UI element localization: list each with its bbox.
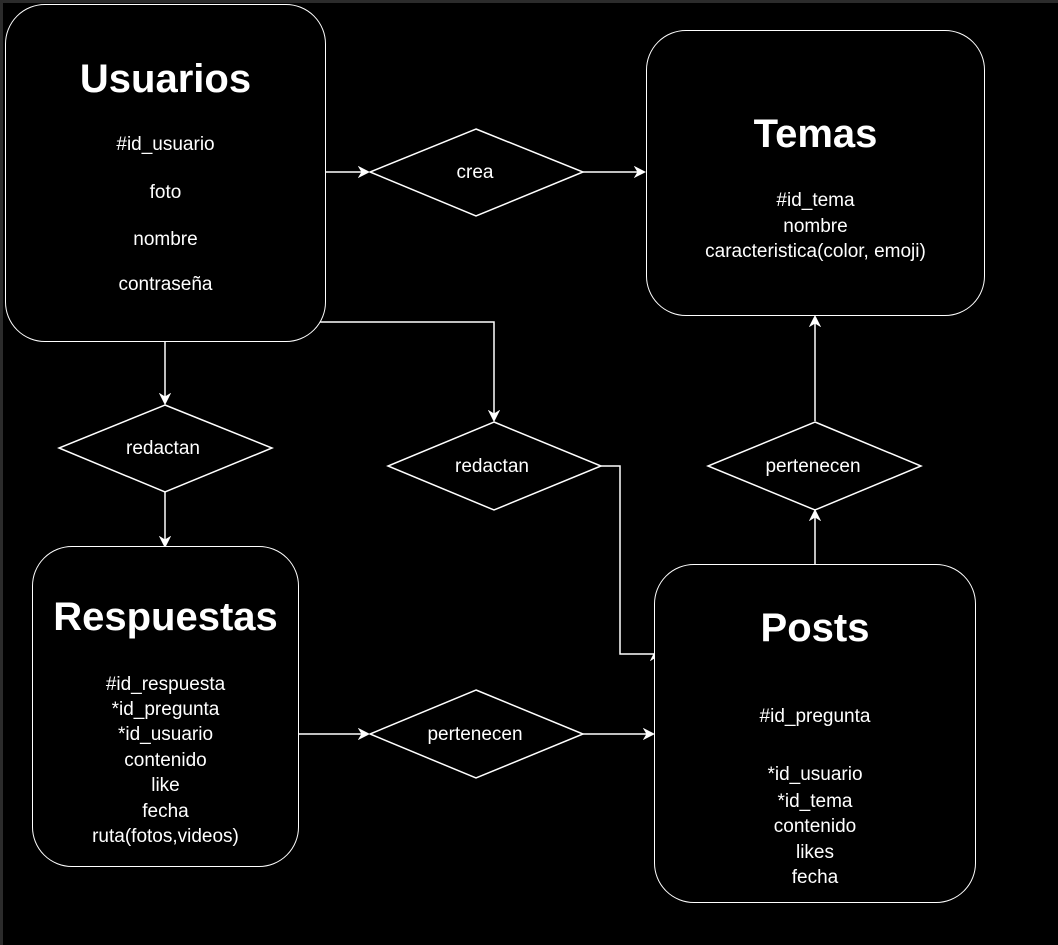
attribute-id-tema: *id_tema xyxy=(777,791,853,812)
attribute-id-usuario: *id_usuario xyxy=(767,764,863,785)
attribute-like: like xyxy=(151,775,180,796)
relationship-pertenecen-temas: pertenecen xyxy=(706,421,923,511)
entity-temas-title: Temas xyxy=(753,112,878,156)
attribute-contrasena: contraseña xyxy=(118,274,213,295)
attribute-id-usuario: *id_usuario xyxy=(117,724,214,745)
attribute-id-pregunta: *id_pregunta xyxy=(111,699,220,720)
attribute-ruta: ruta(fotos,videos) xyxy=(92,826,239,847)
attribute-fecha: fecha xyxy=(142,801,189,822)
attribute-foto: foto xyxy=(149,182,182,203)
relationship-pertenecen-posts: pertenecen xyxy=(368,689,585,779)
attribute-nombre: nombre xyxy=(133,229,198,250)
relationship-redactan-respuestas-label: redactan xyxy=(126,438,200,459)
edge-usuarios-redactan-middle xyxy=(318,321,494,420)
attribute-id-pregunta: #id_pregunta xyxy=(759,706,871,727)
attribute-id-respuesta: #id_respuesta xyxy=(105,674,226,695)
entity-respuestas-title: Respuestas xyxy=(53,595,278,639)
relationship-redactan-posts-label: redactan xyxy=(455,456,529,477)
attribute-id-usuario: #id_usuario xyxy=(116,134,215,155)
entity-posts-title: Posts xyxy=(760,606,870,650)
relationship-crea-label: crea xyxy=(457,162,494,183)
attribute-fecha: fecha xyxy=(791,867,839,888)
attribute-caracteristica: caracteristica(color, emoji) xyxy=(705,241,926,262)
relationship-crea: crea xyxy=(368,128,585,217)
relationship-pertenecen-posts-label: pertenecen xyxy=(427,724,522,745)
relationship-redactan-posts: redactan xyxy=(386,421,603,511)
entity-usuarios: Usuarios #id_usuario foto nombre contras… xyxy=(5,4,326,342)
entity-respuestas: Respuestas #id_respuesta *id_pregunta *i… xyxy=(32,546,299,867)
attribute-contenido: contenido xyxy=(124,750,207,771)
attribute-likes: likes xyxy=(795,842,834,863)
attribute-id-tema: #id_tema xyxy=(776,190,855,211)
entity-temas: Temas #id_tema nombre caracteristica(col… xyxy=(646,30,985,316)
attribute-nombre: nombre xyxy=(783,216,848,237)
entity-posts: Posts #id_pregunta *id_usuario *id_tema … xyxy=(654,564,976,903)
relationship-redactan-respuestas: redactan xyxy=(57,404,274,493)
relationship-pertenecen-temas-label: pertenecen xyxy=(765,456,860,477)
attribute-contenido: contenido xyxy=(773,816,857,837)
edge-redactan-posts xyxy=(601,465,656,655)
entity-usuarios-title: Usuarios xyxy=(79,57,252,101)
